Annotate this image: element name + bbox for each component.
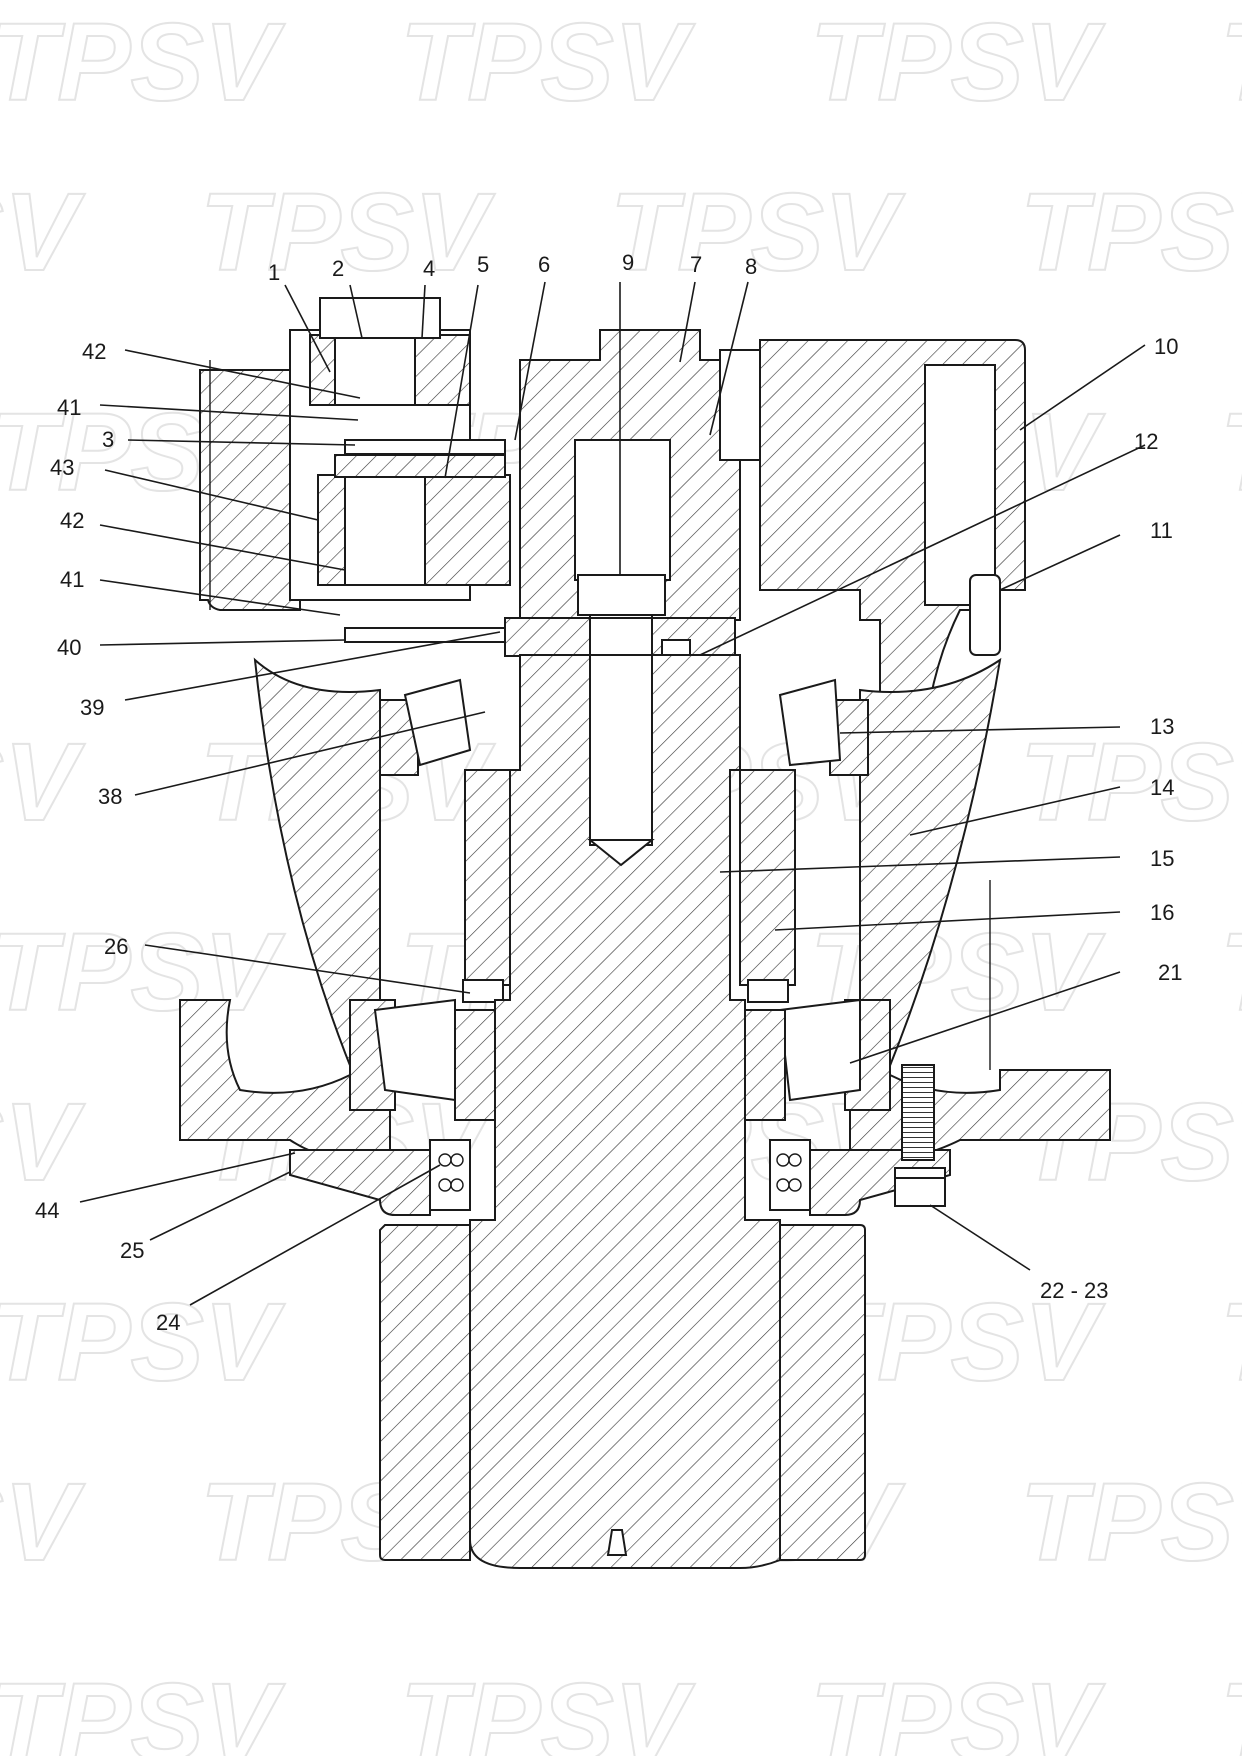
planet-washer-right-lower bbox=[424, 474, 511, 586]
label-14: 14 bbox=[1150, 775, 1174, 800]
bolt-shank-upper bbox=[574, 439, 671, 581]
label-38: 38 bbox=[98, 784, 122, 809]
seal-cover-25 bbox=[289, 1149, 431, 1216]
label-15: 15 bbox=[1150, 846, 1174, 871]
planet-thrust-plate bbox=[334, 454, 506, 478]
label-7: 7 bbox=[690, 252, 702, 277]
label-1: 1 bbox=[268, 260, 280, 285]
watermark-text: TPSV bbox=[1020, 171, 1242, 294]
planet-gear-lower bbox=[344, 474, 426, 586]
watermark-text: TPSV bbox=[1220, 391, 1242, 514]
washer-23 bbox=[894, 1167, 946, 1179]
label-6: 6 bbox=[538, 252, 550, 277]
label-39: 39 bbox=[80, 695, 104, 720]
watermark-text: TPSV bbox=[610, 171, 906, 294]
watermark-text: TPSV bbox=[1220, 1661, 1242, 1756]
watermark-text: TPSV bbox=[0, 1461, 86, 1584]
plug-11 bbox=[969, 574, 1001, 656]
seal-right bbox=[769, 1139, 811, 1211]
label-4: 4 bbox=[423, 256, 435, 281]
main-housing-right bbox=[849, 657, 1111, 1162]
leader-lines bbox=[79, 281, 1146, 1306]
label-24: 24 bbox=[156, 1310, 180, 1335]
assembly-drawing bbox=[179, 297, 1111, 1569]
watermark-text: TPSV bbox=[0, 1661, 286, 1756]
bolt-head-22 bbox=[894, 1177, 946, 1207]
spacer-ring-3 bbox=[344, 439, 506, 455]
watermark-text: TPSV bbox=[0, 911, 286, 1034]
spacer-sleeve-right bbox=[739, 769, 796, 986]
watermark-text: TPSV bbox=[0, 721, 86, 844]
label-22-23: 22 - 23 bbox=[1040, 1278, 1109, 1303]
watermark-text: TPSV bbox=[400, 1, 696, 124]
ring-gear-wall bbox=[924, 364, 996, 606]
watermark-text: TPSV bbox=[200, 171, 496, 294]
main-housing-left bbox=[179, 657, 391, 1162]
bearing-lower-right bbox=[744, 998, 891, 1121]
output-flange-right bbox=[779, 1224, 866, 1561]
label-8: 8 bbox=[745, 254, 757, 279]
label-9: 9 bbox=[622, 250, 634, 275]
label-41-lower: 41 bbox=[60, 567, 84, 592]
bearing-lower-left bbox=[349, 998, 496, 1121]
label-25: 25 bbox=[120, 1238, 144, 1263]
watermark-text: TPSV bbox=[1020, 1461, 1242, 1584]
bolt-head bbox=[577, 574, 666, 616]
watermark-text: TPSV bbox=[0, 1, 286, 124]
planet-washer-right-upper bbox=[414, 334, 471, 406]
watermark-text: TPSV bbox=[1220, 1, 1242, 124]
planet-pin-head bbox=[319, 297, 441, 339]
label-21: 21 bbox=[1158, 960, 1182, 985]
bolt-thread-visible bbox=[589, 654, 653, 846]
label-2: 2 bbox=[332, 256, 344, 281]
center-hole bbox=[606, 1529, 628, 1556]
watermark-text: TPSV bbox=[0, 1081, 86, 1204]
watermark-text: TPSV bbox=[1220, 1281, 1242, 1404]
label-41-upper: 41 bbox=[57, 395, 81, 420]
bolt-point bbox=[587, 839, 655, 867]
label-5: 5 bbox=[477, 252, 489, 277]
label-11: 11 bbox=[1150, 518, 1173, 543]
label-10: 10 bbox=[1154, 334, 1178, 359]
label-43: 43 bbox=[50, 455, 74, 480]
bearing-upper-right bbox=[778, 678, 869, 776]
label-26: 26 bbox=[104, 934, 128, 959]
label-42-lower: 42 bbox=[60, 508, 84, 533]
watermark-text: TPSV bbox=[400, 1661, 696, 1756]
planet-washer-left-upper bbox=[309, 334, 336, 406]
part-labels: 1 2 4 5 6 9 7 8 10 12 11 13 14 15 16 21 … bbox=[35, 250, 1182, 1335]
watermark-text: TPSV bbox=[1220, 911, 1242, 1034]
label-13: 13 bbox=[1150, 714, 1174, 739]
label-3: 3 bbox=[102, 427, 114, 452]
watermark-text: TPSV bbox=[0, 1281, 286, 1404]
spacer-ring-26 bbox=[462, 979, 504, 1003]
seal-24 bbox=[429, 1139, 471, 1211]
spacer-ring-right bbox=[747, 979, 789, 1003]
watermark-text: TPSV bbox=[810, 1, 1106, 124]
label-44: 44 bbox=[35, 1198, 59, 1223]
planet-gear-upper bbox=[334, 334, 416, 406]
washer-hole bbox=[589, 617, 653, 657]
carrier-housing-left bbox=[199, 369, 301, 611]
watermark-text: TPSV bbox=[810, 1661, 1106, 1756]
label-42-upper: 42 bbox=[82, 339, 106, 364]
label-12: 12 bbox=[1134, 429, 1158, 454]
label-40: 40 bbox=[57, 635, 81, 660]
bolt-22 bbox=[901, 1064, 935, 1161]
output-flange bbox=[379, 1224, 471, 1561]
watermark-text: TPSV bbox=[1020, 721, 1242, 844]
ring-gear-tooth-area bbox=[719, 349, 761, 461]
label-16: 16 bbox=[1150, 900, 1174, 925]
watermark-text: TPSV bbox=[0, 171, 86, 294]
